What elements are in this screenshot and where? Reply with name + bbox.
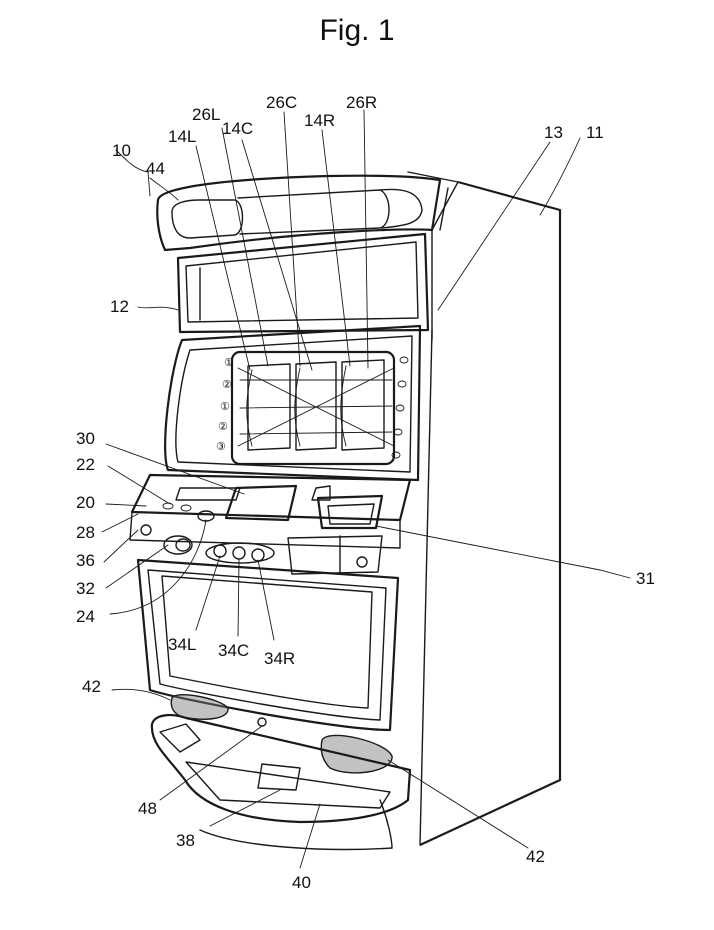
label-14R: 14R <box>304 111 335 130</box>
label-14C: 14C <box>222 119 253 138</box>
label-30: 30 <box>76 429 95 448</box>
label-10: 10 <box>112 141 131 160</box>
label-34R: 34R <box>264 649 295 668</box>
label-20: 20 <box>76 493 95 512</box>
label-42-right: 42 <box>526 847 545 866</box>
payline-mark-5: ③ <box>216 441 226 453</box>
reel-panel <box>164 324 422 482</box>
payline-mark-1: ① <box>224 357 234 369</box>
label-24: 24 <box>76 607 95 626</box>
figure-title: Fig. 1 <box>319 14 395 47</box>
label-38: 38 <box>176 831 195 850</box>
label-13: 13 <box>544 123 563 142</box>
label-32: 32 <box>76 579 95 598</box>
payline-marks: ① ② ① ② ③ <box>216 357 234 453</box>
cabinet-side-panel <box>407 171 562 846</box>
top-lamp-housing <box>156 174 442 252</box>
label-34L: 34L <box>168 635 196 654</box>
label-31: 31 <box>636 569 655 588</box>
label-28: 28 <box>76 523 95 542</box>
speaker-grilles <box>170 694 393 774</box>
label-34C: 34C <box>218 641 249 660</box>
payline-mark-2: ② <box>222 379 232 391</box>
label-36: 36 <box>76 551 95 570</box>
label-11: 11 <box>586 123 604 142</box>
label-12: 12 <box>110 297 129 316</box>
operation-console <box>129 473 412 575</box>
label-40: 40 <box>292 873 311 892</box>
label-26C: 26C <box>266 93 297 112</box>
upper-panel <box>176 232 430 334</box>
coin-tray <box>150 713 412 851</box>
label-26R: 26R <box>346 93 377 112</box>
label-14L: 14L <box>168 127 196 146</box>
label-48: 48 <box>138 799 157 818</box>
label-44: 44 <box>146 159 165 178</box>
label-22: 22 <box>76 455 95 474</box>
payline-mark-4: ② <box>218 421 228 433</box>
label-26L: 26L <box>192 105 220 124</box>
lower-panel <box>136 558 400 732</box>
reference-labels: 10 44 14L 26L 14C 26C 14R 26R 13 11 12 3… <box>76 93 655 892</box>
payline-mark-3: ① <box>220 401 230 413</box>
display-30 <box>224 484 298 522</box>
label-42-left: 42 <box>82 677 101 696</box>
leader-lines <box>101 109 631 869</box>
